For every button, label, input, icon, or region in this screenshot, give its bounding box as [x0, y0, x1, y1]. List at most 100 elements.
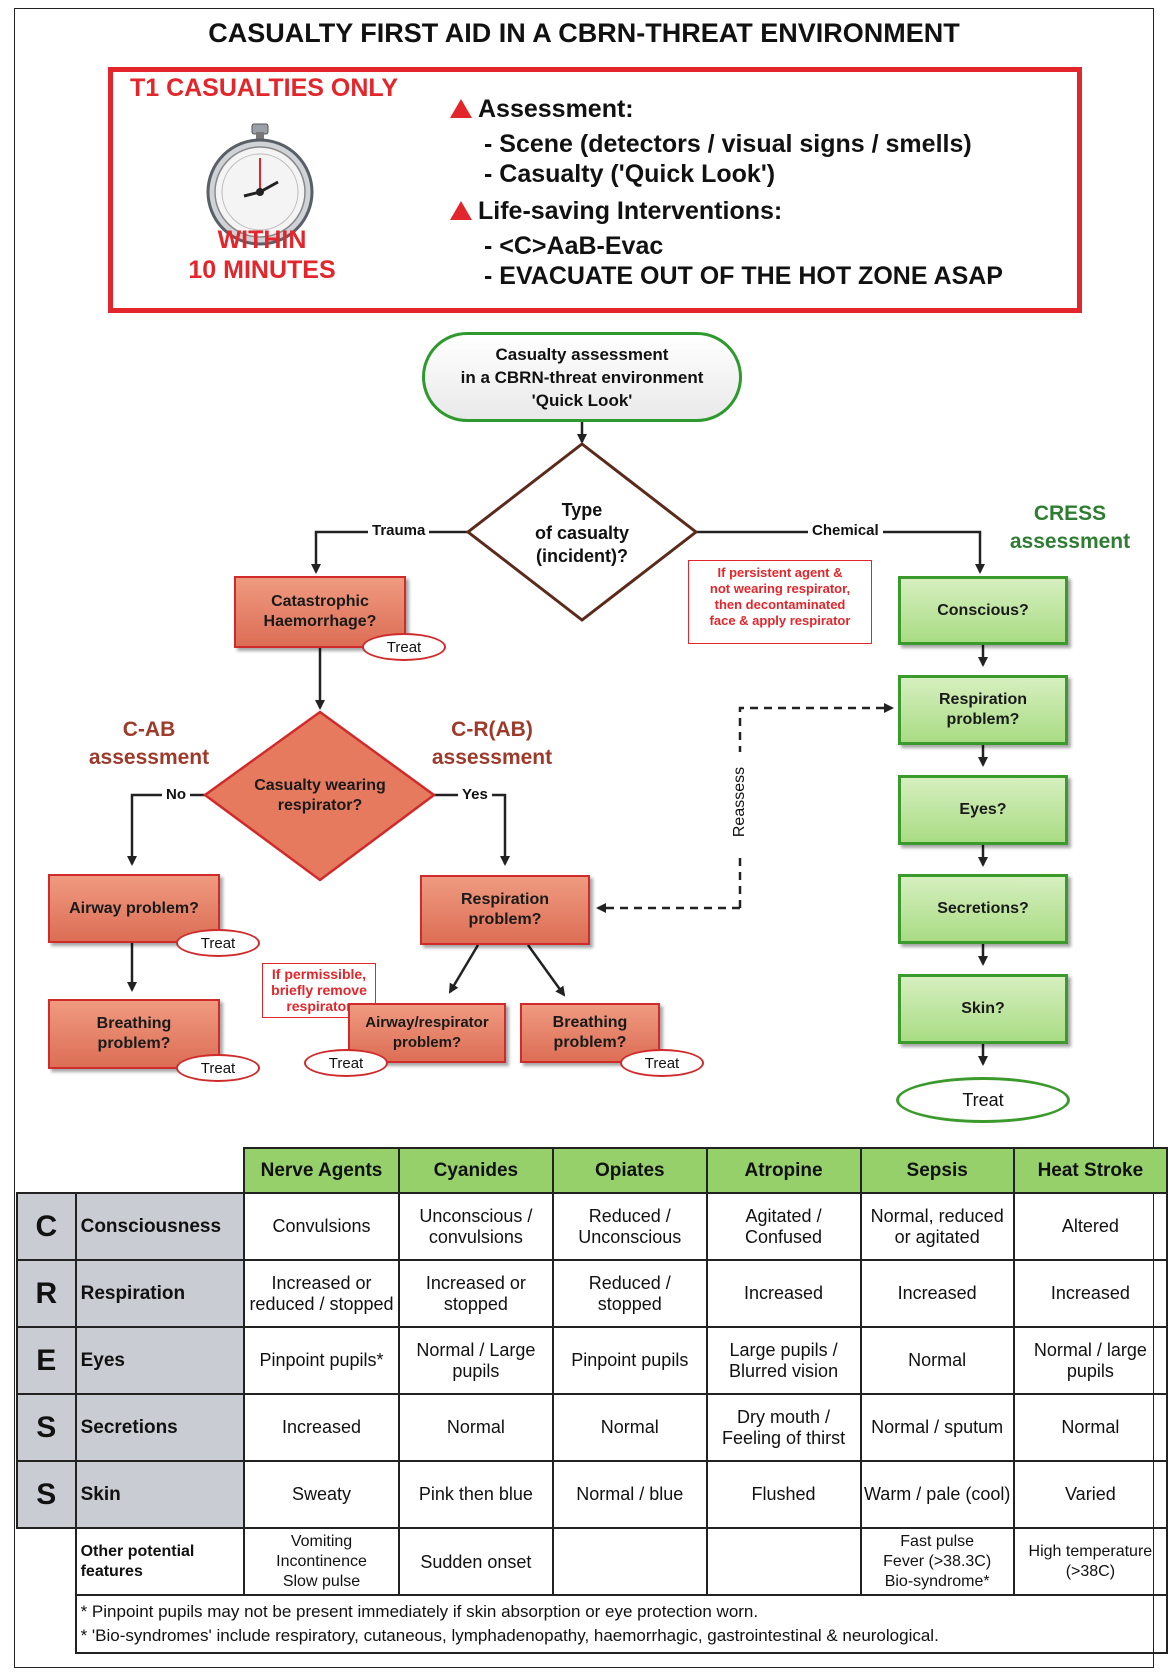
chem-note-line-2: not wearing respirator, — [709, 581, 851, 596]
table-cell: Reduced / Unconscious — [552, 1192, 708, 1261]
intervention-caab: - <C>AaB-Evac — [484, 232, 664, 260]
table-cell: Convulsions — [243, 1192, 400, 1261]
permissible-line-2: briefly remove — [271, 982, 367, 998]
other-line: Fever (>38.3C) — [883, 1552, 992, 1570]
t1-label: T1 CASUALTIES ONLY — [129, 74, 399, 102]
column-header: Nerve Agents — [243, 1147, 400, 1194]
assessment-casualty: - Casualty ('Quick Look') — [484, 160, 776, 188]
within-text: WITHIN — [217, 226, 307, 254]
cress-final-treat: Treat — [896, 1077, 1070, 1123]
table-cell: Altered — [1012, 1192, 1168, 1261]
table-header-row: Nerve Agents Cyanides Opiates Atropine S… — [17, 1147, 1168, 1194]
other-line: Sudden onset — [420, 1551, 532, 1572]
respirator-line-1: Casualty wearing — [254, 777, 386, 794]
footnote-bio-syndromes: * 'Bio-syndromes' include respiratory, c… — [80, 1626, 939, 1645]
cab-title-line-2: assessment — [88, 746, 210, 769]
t1-summary-box — [108, 67, 1082, 313]
cress-secretions-box: Secretions? — [898, 874, 1068, 944]
page-frame — [14, 8, 1154, 1668]
reassess-label: Reassess — [731, 752, 749, 852]
row-letter: E — [16, 1326, 77, 1395]
start-node: Casualty assessment in a CBRN-threat envi… — [422, 332, 742, 422]
table-cell: Increased — [705, 1259, 862, 1328]
table-cell: Agitated / Confused — [705, 1192, 862, 1261]
table-cell: Normal / sputum — [859, 1393, 1015, 1462]
intervention-evacuate: - EVACUATE OUT OF THE HOT ZONE ASAP — [484, 262, 1003, 290]
table-cell — [705, 1527, 862, 1596]
warning-triangle-icon — [450, 99, 472, 118]
catastrophic-line-2: Haemorrhage? — [263, 613, 377, 630]
table-cell: Normal / large pupils — [1012, 1326, 1168, 1395]
chem-note-line-3: then decontaminated — [714, 597, 846, 612]
table-cell: Normal — [397, 1393, 555, 1462]
chemical-label: Chemical — [808, 522, 883, 539]
other-line: (>38C) — [1065, 1562, 1116, 1580]
table-cell: Increased — [243, 1393, 400, 1462]
start-line-3: 'Quick Look' — [531, 390, 633, 410]
row-name: Secretions — [74, 1393, 246, 1462]
row-letter: C — [16, 1192, 77, 1261]
start-line-1: Casualty assessment — [495, 344, 669, 364]
cress-eyes-box: Eyes? — [898, 775, 1068, 845]
cress-conscious-box: Conscious? — [898, 576, 1068, 645]
ten-minutes-text: 10 MINUTES — [188, 256, 336, 284]
table-row: R Respiration Increased or reduced / sto… — [16, 1259, 1168, 1328]
table-cell: Reduced / stopped — [552, 1259, 708, 1328]
start-line-2: in a CBRN-threat environment — [460, 367, 704, 387]
table-cell: Normal — [552, 1393, 708, 1462]
footnote-pinpoint: * Pinpoint pupils may not be present imm… — [80, 1602, 759, 1621]
table-cell: Large pupils / Blurred vision — [705, 1326, 862, 1395]
column-header: Heat Stroke — [1012, 1147, 1168, 1194]
type-decision-diamond — [465, 442, 699, 622]
table-cell: Unconscious / convulsions — [397, 1192, 555, 1261]
other-line: Fast pulse — [900, 1532, 975, 1550]
other-line: Bio-syndrome* — [884, 1572, 990, 1590]
row-letter: R — [16, 1259, 77, 1328]
table-row: S Secretions Increased Normal Normal Dry… — [16, 1393, 1168, 1462]
type-line-2: of casualty — [534, 522, 630, 543]
breathing-right-line-2: problem? — [553, 1034, 627, 1051]
crab-title: C-R(AB)assessment — [420, 716, 564, 772]
table-corner — [76, 1148, 245, 1193]
table-cell: Pinpoint pupils — [552, 1326, 708, 1395]
treat-breathing-left: Treat — [176, 1054, 260, 1082]
airway-respirator-line-2: problem? — [392, 1034, 462, 1051]
table-cell: Normal / blue — [552, 1460, 708, 1529]
stopwatch-icon — [206, 123, 314, 246]
footnote-blank — [17, 1595, 76, 1653]
treat-catastrophic: Treat — [362, 633, 446, 661]
table-cell: Sweaty — [243, 1460, 400, 1529]
table-row: C Consciousness Convulsions Unconscious … — [16, 1192, 1168, 1261]
table-cell: Pink then blue — [397, 1460, 555, 1529]
row-letter: S — [16, 1460, 77, 1529]
table-cell: Dry mouth / Feeling of thirst — [705, 1393, 862, 1462]
yes-label: Yes — [458, 786, 492, 803]
table-row: E Eyes Pinpoint pupils* Normal / Large p… — [16, 1326, 1168, 1395]
other-line: Vomiting — [290, 1532, 353, 1550]
row-letter: S — [16, 1393, 77, 1462]
table-cell: Increased or reduced / stopped — [243, 1259, 400, 1328]
other-line: Incontinence — [276, 1552, 367, 1570]
table-cell: Increased or stopped — [397, 1259, 555, 1328]
page-title: CASUALTY FIRST AID IN A CBRN-THREAT ENVI… — [208, 18, 960, 48]
respiration-left-line-1: Respiration — [460, 891, 549, 908]
warning-triangle-icon — [450, 201, 472, 220]
column-header: Cyanides — [397, 1147, 555, 1194]
treat-airway-respirator: Treat — [304, 1049, 388, 1077]
row-name: Consciousness — [74, 1192, 246, 1261]
airway-respirator-line-1: Airway/respirator — [365, 1014, 489, 1031]
column-header: Opiates — [552, 1147, 708, 1194]
table-cell: High temperature(>38C) — [1012, 1527, 1168, 1596]
table-cell: Flushed — [705, 1460, 862, 1529]
respirator-line-2: respirator? — [277, 797, 363, 814]
table-cell: Normal — [859, 1326, 1015, 1395]
table-corner — [17, 1148, 76, 1193]
table-cell: Normal — [1012, 1393, 1168, 1462]
chemical-note: If persistent agent &not wearing respira… — [688, 560, 872, 644]
footnotes: * Pinpoint pupils may not be present imm… — [74, 1594, 1168, 1654]
table-cell: Warm / pale (cool) — [859, 1460, 1015, 1529]
